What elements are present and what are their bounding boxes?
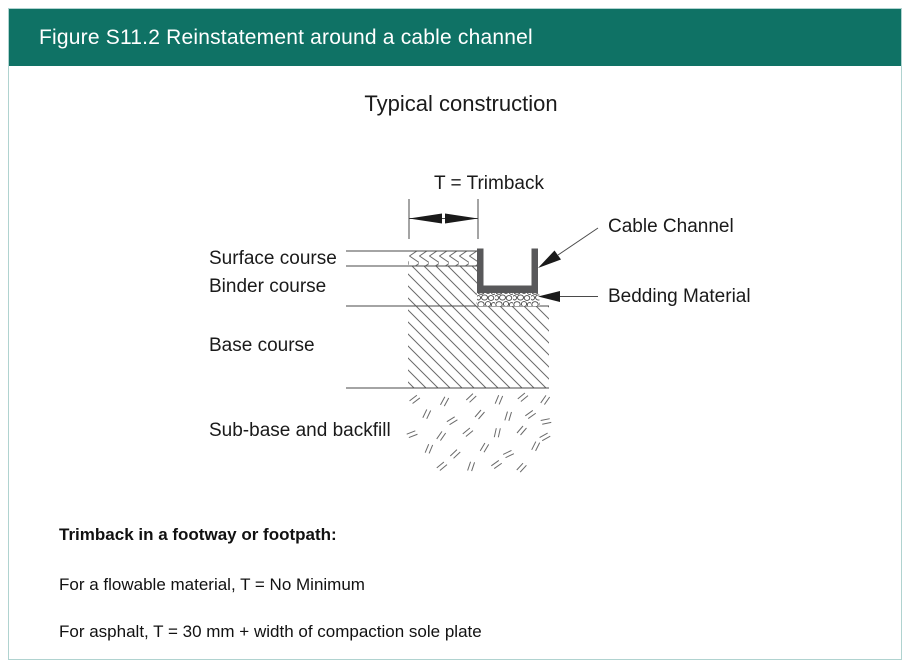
dimension-arrow-right	[445, 213, 478, 224]
layer-lines	[346, 250, 549, 389]
notes-heading: Trimback in a footway or footpath:	[59, 525, 337, 544]
figure-title: Figure S11.2 Reinstatement around a cabl…	[39, 25, 533, 49]
subbase-marks	[405, 391, 553, 473]
base-course-label: Base course	[209, 335, 315, 356]
binder-course-label: Binder course	[209, 276, 326, 297]
dimension-arrow-left	[409, 213, 442, 224]
surface-course-hatch	[408, 251, 477, 266]
cable-channel-callout: Cable Channel	[538, 216, 734, 268]
trimback-label: T = Trimback	[434, 173, 544, 194]
bedding-material-label: Bedding Material	[608, 286, 751, 307]
base-course-hatch	[408, 306, 549, 388]
subbase-label: Sub-base and backfill	[209, 420, 391, 441]
bedding-material-callout: Bedding Material	[538, 286, 751, 307]
trimback-dimension: T = Trimback	[408, 173, 544, 239]
note-asphalt: For asphalt, T = 30 mm + width of compac…	[59, 622, 482, 641]
note-flowable: For a flowable material, T = No Minimum	[59, 575, 365, 594]
cable-channel-arrow	[538, 250, 561, 268]
cable-channel-shape	[477, 248, 538, 293]
surface-course-label: Surface course	[209, 248, 337, 269]
figure-container: Figure S11.2 Reinstatement around a cabl…	[8, 8, 902, 660]
binder-course-hatch	[408, 266, 477, 306]
construction-diagram: Typical construction	[209, 91, 751, 473]
diagram-title: Typical construction	[364, 91, 557, 116]
bedding-material-area	[476, 293, 540, 306]
bedding-material-arrow	[538, 291, 560, 302]
figure-header-bar: Figure S11.2 Reinstatement around a cabl…	[9, 9, 901, 66]
cable-channel-label: Cable Channel	[608, 216, 734, 237]
